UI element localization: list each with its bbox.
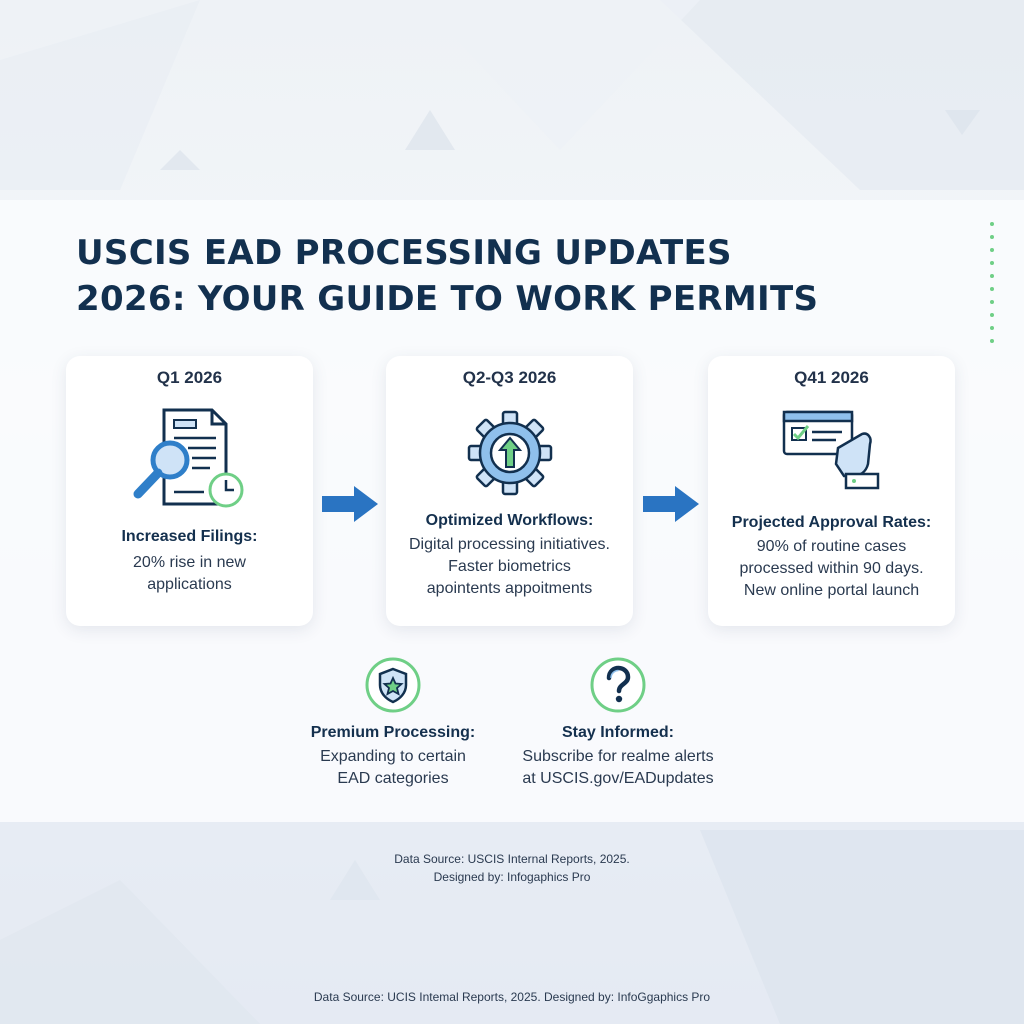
page-title: USCIS EAD PROCESSING UPDATES 2026: YOUR … bbox=[76, 230, 956, 322]
card-heading: Optimized Workflows: bbox=[425, 512, 594, 529]
feature-premium-processing: Premium Processing: Expanding to certain… bbox=[268, 656, 518, 790]
card-text-line: processed within 90 days. bbox=[739, 560, 924, 577]
decorative-dots bbox=[990, 222, 998, 352]
document-search-clock-icon bbox=[133, 408, 243, 508]
feature-text-line: at USCIS.gov/EADupdates bbox=[522, 770, 714, 787]
title-line-2: 2026: YOUR GUIDE TO WORK PERMITS bbox=[76, 279, 819, 319]
footer-credit: Data Source: UCIS Intemal Reports, 2025.… bbox=[313, 990, 711, 1004]
gear-upload-icon bbox=[467, 410, 552, 496]
card-text: 90% of routine cases processed within 90… bbox=[712, 536, 951, 602]
card-period: Q2-Q3 2026 bbox=[462, 368, 557, 387]
feature-heading: Stay Informed: bbox=[561, 724, 674, 741]
shield-star-icon bbox=[365, 657, 421, 713]
feature-stay-informed: Stay Informed: Subscribe for realme aler… bbox=[493, 656, 743, 790]
card-text-line: apointents appoitments bbox=[426, 580, 593, 597]
card-text-line: Faster biometrics bbox=[448, 558, 571, 575]
data-source-credit: Data Source: USCIS Internal Reports, 202… bbox=[0, 850, 1024, 886]
card-heading: Projected Approval Rates: bbox=[731, 514, 932, 531]
arrow-right-icon bbox=[643, 486, 699, 522]
timeline-card-q4: Q41 2026 Projected Approval Rates: 90% o… bbox=[708, 356, 955, 626]
card-text-line: applications bbox=[147, 576, 232, 593]
designer-credit-line: Designed by: Infogaphics Pro bbox=[433, 870, 591, 884]
card-period: Q41 2026 bbox=[794, 368, 869, 387]
card-heading: Increased Filings: bbox=[121, 528, 258, 545]
timeline-card-q2-q3: Q2-Q3 2026 Optimized Workflows: Digital … bbox=[386, 356, 633, 626]
feature-text: Subscribe for realme alerts at USCIS.gov… bbox=[493, 746, 743, 790]
card-text-line: 90% of routine cases bbox=[756, 538, 907, 555]
arrow-right-icon bbox=[322, 486, 378, 522]
card-text: 20% rise in new applications bbox=[70, 552, 309, 596]
data-source-line: Data Source: USCIS Internal Reports, 202… bbox=[394, 852, 630, 866]
online-portal-card-hand-icon bbox=[782, 410, 879, 490]
question-mark-icon bbox=[590, 657, 646, 713]
card-text-line: New online portal launch bbox=[743, 582, 920, 599]
feature-heading: Premium Processing: bbox=[310, 724, 476, 741]
card-text-line: Digital processing initiatives. bbox=[409, 536, 610, 553]
card-text-line: 20% rise in new bbox=[133, 554, 246, 571]
feature-text-line: Subscribe for realme alerts bbox=[522, 748, 714, 765]
card-text: Digital processing initiatives. Faster b… bbox=[390, 534, 629, 600]
title-line-1: USCIS EAD PROCESSING UPDATES bbox=[76, 233, 732, 273]
feature-text: Expanding to certain EAD categories bbox=[268, 746, 518, 790]
feature-text-line: Expanding to certain bbox=[320, 748, 466, 765]
card-period: Q1 2026 bbox=[156, 368, 223, 387]
timeline-card-q1: Q1 2026 Increased Filings: 20% rise in n… bbox=[66, 356, 313, 626]
feature-text-line: EAD categories bbox=[337, 770, 449, 787]
